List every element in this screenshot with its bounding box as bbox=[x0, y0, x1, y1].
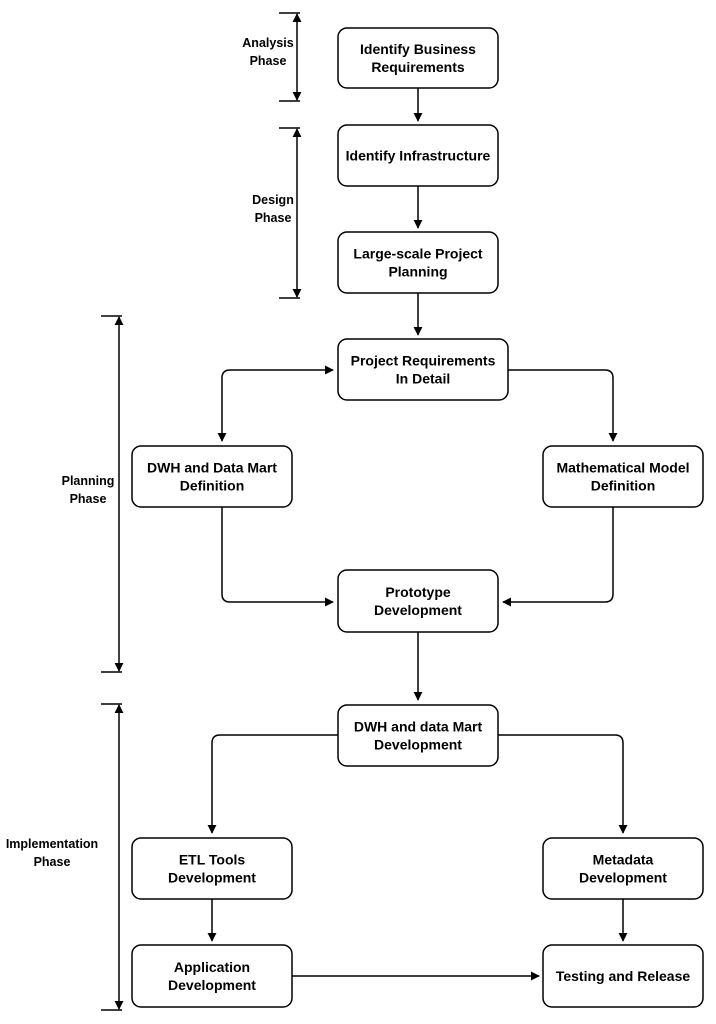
connectors bbox=[207, 88, 628, 981]
node-etl-tools-development-label-line: ETL Tools bbox=[179, 852, 246, 868]
node-etl-tools-development-box bbox=[131, 837, 293, 900]
node-dwh-and-data-mart-definition-label-line: Definition bbox=[180, 478, 245, 494]
node-dwh-and-data-mart-definition-box bbox=[131, 445, 293, 508]
node-identify-infrastructure: Identify Infrastructure bbox=[337, 124, 499, 187]
arrow-dwh-and-data-mart-development-to-metadata-development bbox=[498, 734, 628, 834]
node-dwh-and-data-mart-development-label-line: DWH and data Mart bbox=[354, 719, 483, 735]
node-large-scale-project-planning-box bbox=[337, 231, 499, 294]
node-dwh-and-data-mart-development-box bbox=[337, 704, 499, 767]
node-metadata-development-label-line: Development bbox=[579, 870, 667, 886]
node-large-scale-project-planning-label-line: Large-scale Project bbox=[353, 246, 483, 262]
node-project-requirements-in-detail-label-line: In Detail bbox=[396, 371, 450, 387]
phase-planning-label-line: Phase bbox=[70, 492, 107, 506]
node-mathematical-model-definition-label-line: Definition bbox=[591, 478, 656, 494]
phase-implementation-label-line: Phase bbox=[34, 855, 71, 869]
node-dwh-and-data-mart-definition-label-line: DWH and Data Mart bbox=[147, 460, 277, 476]
node-identify-business-requirements-label-line: Requirements bbox=[371, 59, 465, 75]
phase-analysis-label-line: Phase bbox=[250, 54, 287, 68]
node-identify-infrastructure-label-line: Identify Infrastructure bbox=[346, 148, 491, 164]
phase-design-label-line: Design bbox=[252, 193, 294, 207]
node-application-development-box bbox=[131, 944, 293, 1008]
node-prototype-development-label-line: Development bbox=[374, 602, 462, 618]
node-application-development-label-line: Development bbox=[168, 977, 256, 993]
node-etl-tools-development-label-line: Development bbox=[168, 870, 256, 886]
node-application-development-label-line: Application bbox=[174, 959, 250, 975]
arrow-dwh-and-data-mart-definition-to-prototype-development bbox=[221, 507, 334, 607]
phase-brackets: AnalysisPhaseDesignPhasePlanningPhaseImp… bbox=[6, 12, 302, 1011]
node-dwh-and-data-mart-development-label-line: Development bbox=[374, 737, 462, 753]
arrow-dwh-and-data-mart-development-to-etl-tools-development bbox=[207, 734, 338, 834]
node-prototype-development-label-line: Prototype bbox=[385, 584, 451, 600]
node-testing-and-release-box bbox=[542, 944, 704, 1008]
phase-planning-label-line: Planning bbox=[62, 474, 115, 488]
node-large-scale-project-planning-label-line: Planning bbox=[388, 264, 447, 280]
node-identify-business-requirements-label-line: Identify Business bbox=[360, 41, 476, 57]
arrow-mathematical-model-definition-to-prototype-development bbox=[502, 507, 614, 607]
node-project-requirements-in-detail: Project Requirements In Detail bbox=[337, 338, 509, 401]
arrow-project-requirements-in-detail-to-mathematical-model-definition bbox=[508, 369, 618, 442]
phase-analysis-label-line: Analysis bbox=[242, 36, 293, 50]
node-identify-infrastructure-box bbox=[337, 124, 499, 187]
arrow-project-requirements-in-detail-to-dwh-and-data-mart-definition bbox=[217, 365, 334, 442]
node-mathematical-model-definition-box bbox=[542, 445, 704, 508]
node-prototype-development-box bbox=[337, 569, 499, 633]
node-project-requirements-in-detail-box bbox=[337, 338, 509, 401]
node-metadata-development-box bbox=[542, 837, 704, 900]
node-testing-and-release-label-line: Testing and Release bbox=[556, 968, 691, 984]
node-project-requirements-in-detail-label-line: Project Requirements bbox=[351, 353, 496, 369]
phase-implementation-label-line: Implementation bbox=[6, 837, 98, 851]
node-mathematical-model-definition-label-line: Mathematical Model bbox=[556, 460, 689, 476]
node-testing-and-release: Testing and Release bbox=[542, 944, 704, 1008]
node-metadata-development-label-line: Metadata bbox=[593, 852, 654, 868]
phase-design-label-line: Phase bbox=[255, 211, 292, 225]
node-identify-business-requirements-box bbox=[337, 27, 499, 89]
